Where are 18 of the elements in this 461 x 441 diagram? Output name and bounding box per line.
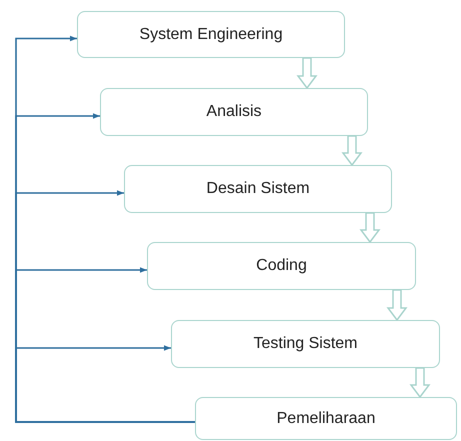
- process-box: [147, 242, 416, 290]
- block-arrow: [296, 57, 318, 90]
- block-arrow: [410, 367, 430, 398]
- box-label: Pemeliharaan: [276, 408, 376, 428]
- process-box: [195, 397, 457, 440]
- arrow: [15, 345, 195, 423]
- box-label: Coding: [256, 256, 307, 276]
- box-label: System Engineering: [139, 24, 283, 44]
- box-label: Analisis: [206, 102, 262, 122]
- box-label: Testing Sistem: [253, 334, 358, 354]
- process-box: [124, 165, 392, 213]
- box-label: Desain Sistem: [206, 179, 310, 199]
- process-box: [171, 320, 440, 368]
- block-arrow: [342, 135, 362, 166]
- process-box: [100, 88, 368, 136]
- block-arrow: [360, 212, 380, 244]
- block-arrow: [386, 289, 408, 322]
- process-box: [77, 11, 345, 58]
